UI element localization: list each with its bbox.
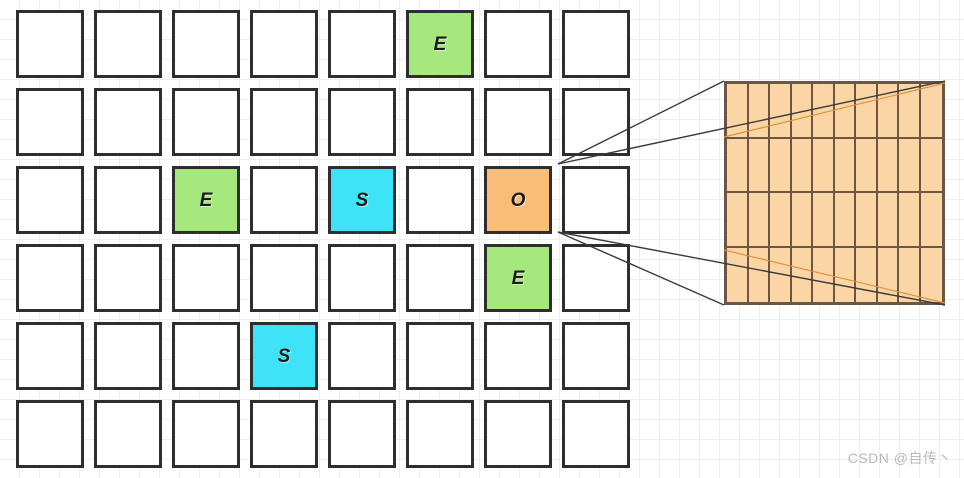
cell-r4-c0-empty[interactable] (16, 322, 84, 390)
panel-cell-r1-c4 (813, 138, 835, 193)
cell-r5-c6-empty[interactable] (484, 400, 552, 468)
cell-r5-c2-empty[interactable] (172, 400, 240, 468)
cell-r5-c3-empty[interactable] (250, 400, 318, 468)
cell-r3-c6-E[interactable]: E (484, 244, 552, 312)
cell-r4-c5-empty[interactable] (406, 322, 474, 390)
cell-r1-c1-empty[interactable] (94, 88, 162, 156)
cell-r3-c1-empty[interactable] (94, 244, 162, 312)
panel-cell-r2-c0 (727, 193, 749, 248)
panel-cell-r1-c8 (899, 138, 921, 193)
panel-cell-r3-c8 (899, 247, 921, 302)
cell-r0-c4-empty[interactable] (328, 10, 396, 78)
cell-label: E (433, 33, 447, 55)
panel-cell-r3-c4 (813, 247, 835, 302)
panel-cell-r2-c5 (834, 193, 856, 248)
cell-r1-c4-empty[interactable] (328, 88, 396, 156)
cell-r1-c7-empty[interactable] (562, 88, 630, 156)
panel-cell-r3-c1 (748, 247, 770, 302)
cell-r4-c1-empty[interactable] (94, 322, 162, 390)
cell-r2-c4-S[interactable]: S (328, 166, 396, 234)
panel-cell-r0-c8 (899, 84, 921, 139)
cell-r1-c6-empty[interactable] (484, 88, 552, 156)
panel-cell-r3-c2 (770, 247, 792, 302)
cell-r3-c2-empty[interactable] (172, 244, 240, 312)
panel-cell-r0-c3 (791, 84, 813, 139)
cell-r5-c4-empty[interactable] (328, 400, 396, 468)
cell-r1-c0-empty[interactable] (16, 88, 84, 156)
panel-cell-r1-c6 (856, 138, 878, 193)
cell-r4-c6-empty[interactable] (484, 322, 552, 390)
panel-cell-r0-c1 (748, 84, 770, 139)
panel-cell-r0-c7 (877, 84, 899, 139)
zoom-detail-panel (724, 81, 945, 305)
cell-r3-c7-empty[interactable] (562, 244, 630, 312)
panel-cell-r2-c8 (899, 193, 921, 248)
cell-r3-c3-empty[interactable] (250, 244, 318, 312)
cell-r1-c2-empty[interactable] (172, 88, 240, 156)
panel-cell-r2-c1 (748, 193, 770, 248)
panel-cell-r1-c3 (791, 138, 813, 193)
panel-cell-r2-c7 (877, 193, 899, 248)
panel-cell-r1-c5 (834, 138, 856, 193)
cell-r0-c1-empty[interactable] (94, 10, 162, 78)
cell-r3-c0-empty[interactable] (16, 244, 84, 312)
cell-r2-c6-O[interactable]: O (484, 166, 552, 234)
panel-cell-r3-c0 (727, 247, 749, 302)
cell-r3-c5-empty[interactable] (406, 244, 474, 312)
panel-cell-r0-c0 (727, 84, 749, 139)
cell-label: S (355, 189, 369, 211)
panel-cell-r0-c5 (834, 84, 856, 139)
cell-r0-c7-empty[interactable] (562, 10, 630, 78)
panel-cell-r2-c9 (920, 193, 942, 248)
panel-cell-r3-c7 (877, 247, 899, 302)
cell-r0-c6-empty[interactable] (484, 10, 552, 78)
panel-cell-r1-c9 (920, 138, 942, 193)
panel-cell-r0-c4 (813, 84, 835, 139)
panel-cell-r1-c0 (727, 138, 749, 193)
cell-r0-c3-empty[interactable] (250, 10, 318, 78)
panel-cell-r3-c5 (834, 247, 856, 302)
cell-r4-c2-empty[interactable] (172, 322, 240, 390)
cell-r0-c5-E[interactable]: E (406, 10, 474, 78)
panel-cell-r3-c9 (920, 247, 942, 302)
cell-r1-c3-empty[interactable] (250, 88, 318, 156)
watermark-text: CSDN @自传丶 (847, 450, 952, 466)
cell-label: S (277, 345, 291, 367)
panel-cell-r2-c3 (791, 193, 813, 248)
cell-r5-c7-empty[interactable] (562, 400, 630, 468)
panel-cell-r0-c6 (856, 84, 878, 139)
cell-r2-c0-empty[interactable] (16, 166, 84, 234)
panel-cell-r1-c2 (770, 138, 792, 193)
cell-r5-c1-empty[interactable] (94, 400, 162, 468)
cell-r0-c0-empty[interactable] (16, 10, 84, 78)
panel-cell-r2-c2 (770, 193, 792, 248)
panel-cell-r3-c6 (856, 247, 878, 302)
cell-r1-c5-empty[interactable] (406, 88, 474, 156)
cell-r3-c4-empty[interactable] (328, 244, 396, 312)
cell-r4-c3-S[interactable]: S (250, 322, 318, 390)
cell-label: E (511, 267, 525, 289)
panel-cell-r0-c9 (920, 84, 942, 139)
cell-r4-c4-empty[interactable] (328, 322, 396, 390)
cell-r2-c5-empty[interactable] (406, 166, 474, 234)
cell-r2-c2-E[interactable]: E (172, 166, 240, 234)
cell-r2-c3-empty[interactable] (250, 166, 318, 234)
cell-label: O (510, 189, 526, 211)
cell-r2-c7-empty[interactable] (562, 166, 630, 234)
panel-cell-r2-c4 (813, 193, 835, 248)
panel-cell-r1-c1 (748, 138, 770, 193)
cell-r5-c5-empty[interactable] (406, 400, 474, 468)
panel-cell-r1-c7 (877, 138, 899, 193)
cell-r2-c1-empty[interactable] (94, 166, 162, 234)
panel-cell-r2-c6 (856, 193, 878, 248)
panel-cell-r3-c3 (791, 247, 813, 302)
cell-r4-c7-empty[interactable] (562, 322, 630, 390)
cell-label: E (199, 189, 213, 211)
panel-cell-r0-c2 (770, 84, 792, 139)
cell-r5-c0-empty[interactable] (16, 400, 84, 468)
cell-r0-c2-empty[interactable] (172, 10, 240, 78)
